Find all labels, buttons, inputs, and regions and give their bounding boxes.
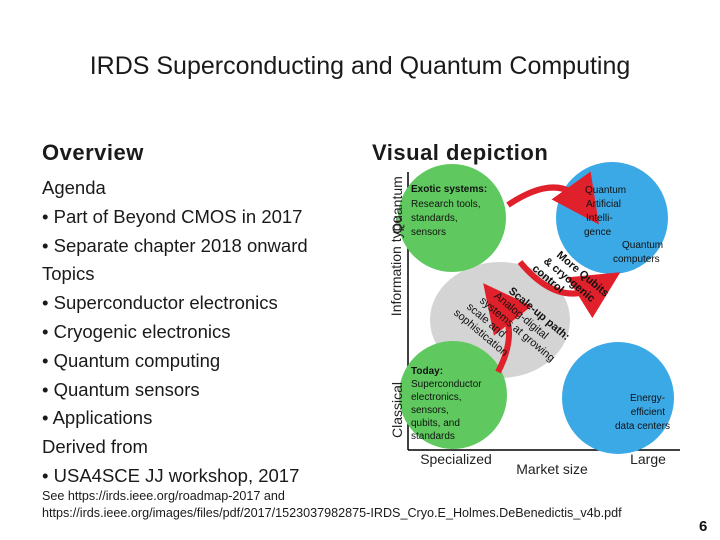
x-axis-label: Market size — [516, 461, 588, 477]
list-line: • Quantum sensors — [42, 378, 200, 400]
qai-line: gence — [584, 227, 612, 238]
overview-list: Agenda • Part of Beyond CMOS in 2017 • S… — [42, 174, 382, 491]
exotic-systems-circle — [398, 164, 506, 272]
list-line: • Quantum computing — [42, 349, 221, 371]
list-line: Topics — [42, 263, 95, 285]
visual-heading: Visual depiction — [372, 140, 549, 165]
today-title: Today: — [411, 366, 443, 377]
list-line: • Part of Beyond CMOS in 2017 — [42, 205, 303, 227]
list-line: Agenda — [42, 177, 106, 198]
exotic-line: standards, — [411, 213, 458, 224]
page-number: 6 — [699, 518, 708, 535]
footer-note: See https://irds.ieee.org/roadmap-2017 a… — [42, 488, 622, 522]
footer-line: See https://irds.ieee.org/roadmap-2017 a… — [42, 489, 285, 503]
overview-heading: Overview — [42, 140, 144, 165]
list-line: • Applications — [42, 407, 153, 429]
energy-line: efficient — [631, 407, 666, 418]
today-line: qubits, and — [411, 418, 460, 429]
arrow-left — [483, 283, 532, 374]
today-circle — [399, 341, 507, 449]
today-line: Superconductor — [411, 379, 482, 390]
arrow-top — [506, 171, 599, 225]
y-axis-label: Information type — [388, 216, 404, 317]
y-bottom-label: Classical — [389, 382, 405, 438]
exotic-line: Research tools, — [411, 199, 480, 210]
today-line: sensors, — [411, 405, 449, 416]
today-line: electronics, — [411, 392, 462, 403]
qc-line: computers — [613, 254, 660, 265]
footer-line: https://irds.ieee.org/images/files/pdf/2… — [42, 506, 622, 520]
exotic-title: Exotic systems: — [411, 184, 487, 195]
today-line: standards — [411, 431, 455, 442]
list-line: • USA4SCE JJ workshop, 2017 — [42, 464, 300, 486]
x-right-label: Large — [630, 451, 666, 467]
list-line: • Separate chapter 2018 onward — [42, 234, 308, 256]
list-line: Derived from — [42, 436, 148, 458]
qai-line: Quantum — [585, 185, 626, 196]
list-line: • Cryogenic electronics — [42, 320, 231, 342]
list-line: • Superconductor electronics — [42, 292, 278, 314]
arrow-middle — [517, 260, 621, 319]
qai-line: Intelli- — [586, 213, 613, 224]
qc-line: Quantum — [622, 240, 663, 251]
energy-line: Energy- — [630, 393, 665, 404]
slide-title: IRDS Superconducting and Quantum Computi… — [89, 52, 631, 80]
x-left-label: Specialized — [420, 451, 492, 467]
exotic-line: sensors — [411, 227, 446, 238]
qai-line: Artificial — [586, 199, 621, 210]
energy-line: data centers — [615, 421, 670, 432]
data-centers-circle — [562, 342, 674, 454]
y-top-label: Quantum — [389, 176, 405, 234]
